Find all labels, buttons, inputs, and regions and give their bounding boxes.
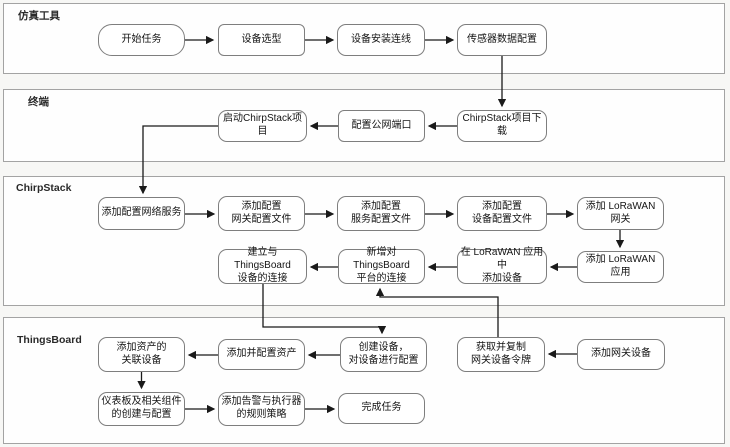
edge-token-to-tbconn: [375, 287, 499, 337]
node-add-gateway-device: 添加网关设备: [577, 339, 665, 370]
node-finish-task: 完成任务: [338, 393, 425, 424]
node-establish-device-connection: 建立与ThingsBoard 设备的连接: [218, 247, 307, 284]
node-dashboard-components: 仪表板及相关组件 的创建与配置: [98, 392, 185, 426]
edge-devconn-to-createdevice: [262, 284, 387, 335]
node-alarm-rules: 添加告警与执行器 的规则策略: [218, 392, 305, 426]
node-start-task: 开始任务: [98, 24, 185, 56]
node-add-configure-asset: 添加并配置资产: [218, 339, 305, 370]
node-add-thingsboard-connection: 新增对ThingsBoard 平台的连接: [338, 247, 425, 284]
node-get-copy-gateway-token: 获取并复制 网关设备令牌: [457, 337, 545, 372]
node-launch-chirpstack: 启动ChirpStack项目: [218, 110, 307, 142]
node-device-install-wiring: 设备安装连线: [337, 24, 425, 56]
node-device-config-file: 添加配置 设备配置文件: [457, 196, 547, 231]
lane-label-thingsboard: ThingsBoard: [17, 334, 82, 346]
node-service-config-file: 添加配置 服务配置文件: [337, 196, 425, 231]
node-create-device-configure: 创建设备， 对设备进行配置: [340, 337, 427, 372]
node-sensor-data-config: 传感器数据配置: [457, 24, 547, 56]
node-add-lorawan-app: 添加 LoRaWAN 应用: [577, 251, 664, 283]
lane-label-chirpstack: ChirpStack: [16, 182, 72, 194]
node-device-selection: 设备选型: [218, 24, 305, 56]
node-config-public-port: 配置公网端口: [338, 110, 425, 142]
node-add-device-in-app: 在 LoRaWAN 应用中 添加设备: [457, 247, 547, 284]
node-chirpstack-download: ChirpStack项目下载: [457, 110, 547, 142]
edge-launch-to-network-service: [138, 125, 218, 195]
lane-label-terminal: 终端: [28, 96, 49, 108]
node-add-lorawan-gateway: 添加 LoRaWAN 网关: [577, 197, 664, 230]
lane-label-simulation-tools: 仿真工具: [18, 10, 60, 22]
node-gateway-config-file: 添加配置 网关配置文件: [218, 196, 305, 231]
node-add-asset-related-device: 添加资产的 关联设备: [98, 337, 185, 372]
node-add-network-service: 添加配置网络服务: [98, 197, 185, 230]
